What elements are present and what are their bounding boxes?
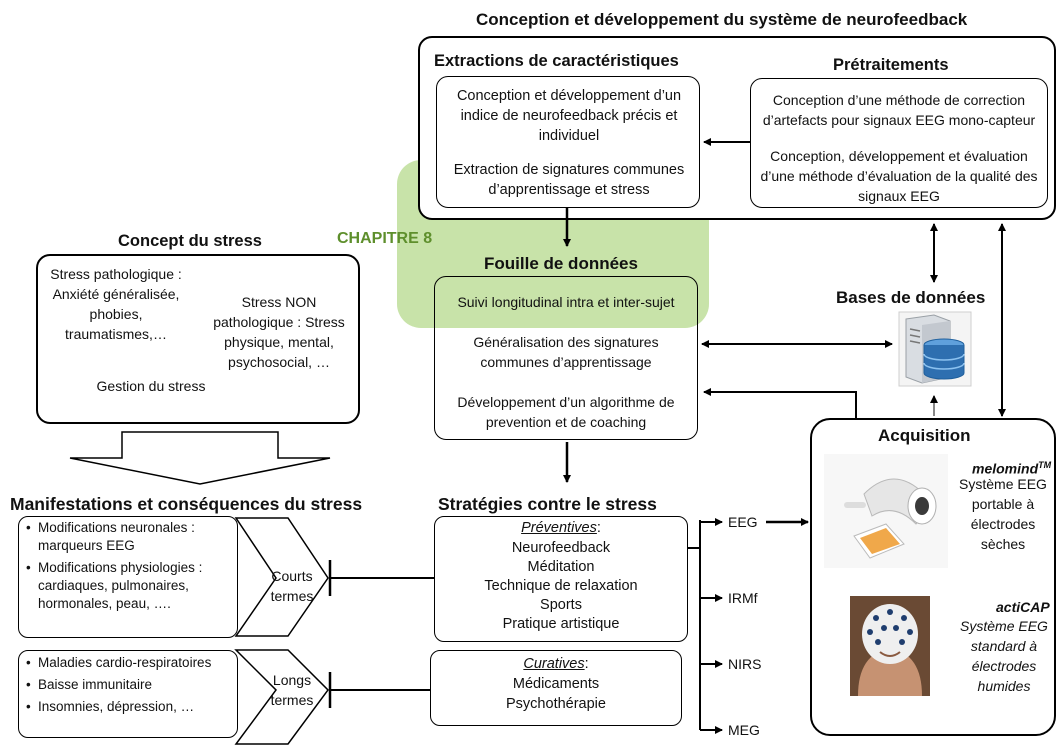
curatives-colon: : — [584, 656, 589, 672]
extraction-item-2: Extraction de signatures communes d’appr… — [453, 162, 685, 198]
curatives-heading: Curatives: — [432, 654, 680, 674]
melomind-name-text: melomind — [972, 460, 1039, 477]
list-item: Modifications physiologies : cardiaques,… — [26, 559, 238, 613]
acquisition-title: Acquisition — [878, 426, 971, 445]
melomind-name: melomindTM — [972, 456, 1051, 478]
melomind-desc: Système EEG portable à électrodes sèches — [959, 476, 1047, 552]
concept-gestion: Gestion du stress — [96, 378, 206, 394]
bases-title: Bases de données — [836, 288, 986, 307]
preventives-item: Sports — [540, 597, 582, 613]
extraction-item-1: Conception et développement d’un indice … — [456, 88, 682, 144]
preventives-item: Méditation — [527, 559, 595, 575]
fouille-item-3: Développement d’un algorithme de prevent… — [457, 394, 675, 430]
extraction-box — [436, 76, 700, 208]
database-server-icon — [898, 311, 972, 387]
concept-box — [36, 254, 360, 424]
melomind-tm: TM — [1038, 460, 1052, 470]
list-item: Insomnies, dépression, … — [26, 698, 236, 716]
concept-title: Concept du stress — [118, 232, 262, 250]
concept-pathologique: Stress pathologique : Anxiété généralisé… — [50, 266, 182, 342]
extraction-title: Extractions de caractéristiques — [434, 52, 679, 70]
melomind-headset-image — [824, 454, 948, 568]
pretraitements-box — [750, 78, 1048, 208]
acticap-desc: Système EEG standard à électrodes humide… — [960, 618, 1048, 694]
modality-eeg: EEG — [728, 514, 758, 530]
pretraitements-item-1: Conception d’une méthode de correction d… — [762, 92, 1036, 128]
preventives-colon: : — [596, 520, 601, 536]
acticap-photo — [850, 596, 930, 696]
long-terme-list: Maladies cardio-respiratoires Baisse imm… — [26, 654, 236, 720]
main-title: Conception et développement du système d… — [476, 10, 968, 29]
fouille-box — [434, 276, 698, 440]
chapitre-label: CHAPITRE 8 — [337, 230, 433, 247]
preventives-item: Technique de relaxation — [484, 578, 638, 594]
modality-irmf: IRMf — [728, 590, 758, 606]
curatives-item: Psychothérapie — [506, 696, 606, 712]
court-terme-list: Modifications neuronales : marqueurs EEG… — [26, 519, 238, 617]
curatives-label: Curatives — [523, 656, 585, 672]
list-item: Modifications neuronales : marqueurs EEG — [26, 519, 238, 555]
long-terme-label: Longs termes — [270, 672, 314, 708]
preventives-item: Neurofeedback — [511, 540, 611, 556]
court-terme-label: Courts termes — [270, 568, 314, 604]
pretraitements-title: Prétraitements — [833, 56, 949, 74]
preventives-item: Pratique artistique — [502, 616, 620, 632]
concept-non-pathologique: Stress NON pathologique : Stress physiqu… — [213, 294, 345, 370]
preventives-heading: Préventives: — [436, 519, 686, 538]
curatives-box — [430, 650, 682, 726]
curatives-item: Médicaments — [512, 676, 600, 692]
fouille-item-2: Généralisation des signatures communes d… — [473, 334, 659, 370]
list-item: Maladies cardio-respiratoires — [26, 654, 236, 672]
fouille-title: Fouille de données — [484, 254, 638, 273]
modality-nirs: NIRS — [728, 656, 762, 672]
list-item: Baisse immunitaire — [26, 676, 236, 694]
manifestations-title: Manifestations et conséquences du stress — [10, 494, 363, 514]
acticap-name: actiCAP — [996, 599, 1050, 615]
pretraitements-item-2: Conception, développement et évaluation … — [760, 148, 1038, 204]
preventives-label: Préventives — [521, 520, 597, 536]
preventives-box — [434, 516, 688, 642]
strategies-title: Stratégies contre le stress — [438, 494, 657, 514]
fouille-item-1: Suivi longitudinal intra et inter-sujet — [457, 294, 675, 310]
modality-meg: MEG — [728, 722, 760, 738]
